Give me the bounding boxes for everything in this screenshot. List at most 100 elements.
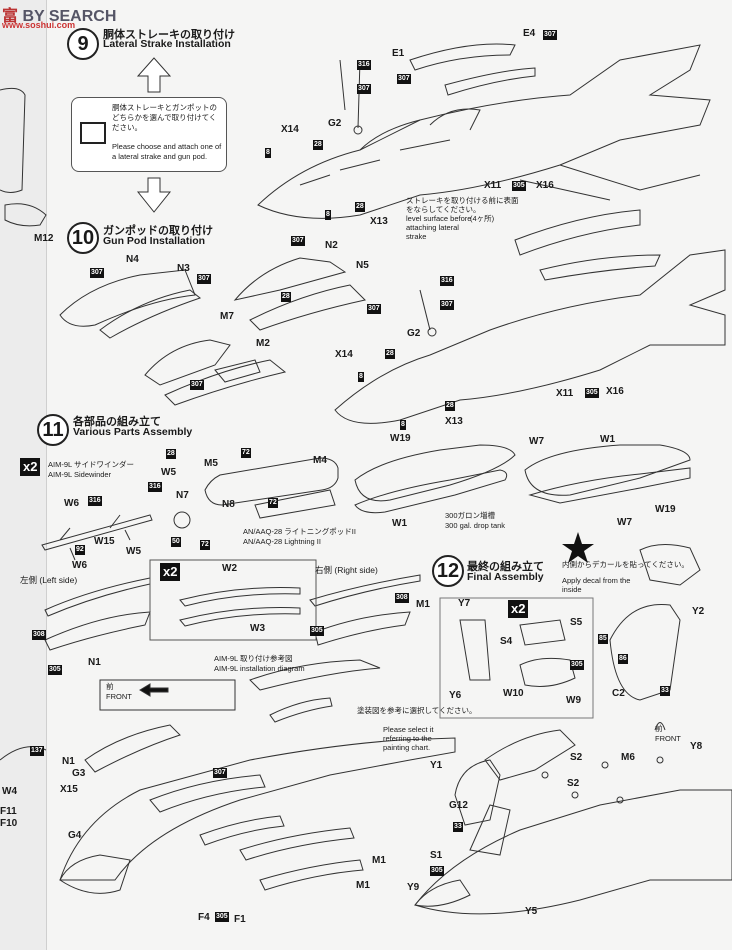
badge-86: 86: [618, 654, 628, 664]
part-W15: W15: [94, 536, 115, 547]
badge-8: 8: [325, 210, 331, 220]
badge-28: 28: [166, 449, 176, 459]
part-X14: X14: [281, 124, 299, 135]
choice-arrow-icon: [80, 122, 106, 144]
part-S4: S4: [500, 636, 513, 647]
part-X14: X14: [335, 349, 353, 360]
badge-307: 307: [367, 304, 381, 314]
front-label-jp: 前: [106, 682, 114, 691]
part-N4: N4: [126, 254, 139, 265]
part-M1: M1: [372, 855, 386, 866]
part-W2: W2: [222, 563, 237, 574]
watermark-logo: 富 BY SEARCH: [2, 8, 117, 25]
part-G4: G4: [68, 830, 82, 841]
step-11-title-jp: 各部品の組み立て: [73, 416, 161, 428]
badge-307: 307: [440, 300, 454, 310]
part-Y2: Y2: [692, 606, 705, 617]
badge-28: 28: [385, 349, 395, 359]
aim9-diagram-en: AIM-9L installation diagram: [214, 664, 305, 673]
decal-note-en: Apply decal from the inside: [562, 576, 631, 594]
strake-note-jp: ストレーキを取り付ける前に表面をならしてください。: [406, 196, 519, 214]
badge-33: 33: [660, 686, 670, 696]
part-X16: X16: [606, 386, 624, 397]
part-N1: N1: [88, 657, 101, 668]
badge-305: 305: [215, 912, 229, 922]
sidewinder-label-jp: AIM-9L サイドワインダー: [48, 460, 134, 469]
badge-8: 8: [358, 372, 364, 382]
decal-note-jp: 内側からデカールを貼ってください。: [562, 560, 689, 569]
paint-note-en: Please select it referring to the painti…: [383, 725, 434, 752]
badge-8: 8: [265, 148, 271, 158]
right-side-label: 右側 (Right side): [315, 565, 378, 575]
badge-305: 305: [48, 665, 62, 675]
part-C2: C2: [612, 688, 625, 699]
front-label-jp: 前: [655, 724, 663, 733]
part-X13: X13: [370, 216, 388, 227]
badge-28: 28: [445, 401, 455, 411]
part-G12: G12: [449, 800, 468, 811]
part-S2: S2: [567, 778, 580, 789]
step-12-title-en: Final Assembly: [467, 571, 544, 583]
part-S5: S5: [570, 617, 583, 628]
droptank-label-en: 300 gal. drop tank: [445, 521, 506, 530]
part-X16: X16: [536, 180, 554, 191]
part-F10: F10: [0, 818, 18, 829]
badge-85: 85: [598, 634, 608, 644]
part-F1: F1: [234, 914, 246, 925]
multiplier-x2: x2: [160, 563, 181, 581]
part-N7: N7: [176, 490, 189, 501]
badge-92: 92: [75, 545, 85, 555]
choice-note-jp: 胴体ストレーキとガンポットのどちらかを選んで取り付けてください。: [112, 103, 217, 132]
part-N2: N2: [325, 240, 338, 251]
part-Y7: Y7: [458, 598, 471, 609]
badge-8: 8: [400, 420, 406, 430]
badge-316: 316: [148, 482, 162, 492]
badge-307: 307: [90, 268, 104, 278]
badge-50: 50: [171, 537, 181, 547]
part-F11: F11: [0, 806, 17, 817]
part-X11: X11: [556, 388, 574, 399]
badge-307: 307: [543, 30, 557, 40]
part-G3: G3: [72, 768, 86, 779]
part-M4: M4: [313, 455, 327, 466]
badge-316: 316: [357, 60, 371, 70]
multiplier-x2: x2: [508, 600, 529, 618]
part-Y1: Y1: [430, 760, 443, 771]
part-Y5: Y5: [525, 906, 538, 917]
watermark-url: www.soshui.com: [2, 20, 76, 30]
badge-305: 305: [512, 181, 526, 191]
badge-307: 307: [397, 74, 411, 84]
step-9-title-jp: 胴体ストレーキの取り付け: [103, 29, 235, 41]
step-11-title-en: Various Parts Assembly: [73, 426, 193, 438]
part-W5: W5: [161, 467, 176, 478]
part-M1: M1: [416, 599, 430, 610]
badge-28: 28: [313, 140, 323, 150]
part-E4: E4: [523, 28, 536, 39]
part-N8: N8: [222, 499, 235, 510]
step-10-title-jp: ガンポッドの取り付け: [103, 225, 213, 237]
part-G2: G2: [328, 118, 342, 129]
sidewinder-label-en: AIM-9L Sidewinder: [48, 470, 112, 479]
badge-307: 307: [190, 380, 204, 390]
part-S1: S1: [430, 850, 443, 861]
part-W1: W1: [392, 518, 407, 529]
badge-305: 305: [310, 626, 324, 636]
badge-307: 307: [357, 84, 371, 94]
part-W5: W5: [126, 546, 141, 557]
badge-72: 72: [268, 498, 278, 508]
aim9-diagram-jp: AIM-9L 取り付け参考図: [214, 654, 293, 663]
badge-28: 28: [281, 292, 291, 302]
part-W7: W7: [617, 517, 632, 528]
badge-305: 305: [585, 388, 599, 398]
part-S2: S2: [570, 752, 583, 763]
part-W6: W6: [64, 498, 79, 509]
part-X13: X13: [445, 416, 463, 427]
part-G2: G2: [407, 328, 421, 339]
badge-33: 33: [453, 822, 463, 832]
badge-308: 308: [395, 593, 409, 603]
part-W7: W7: [529, 436, 544, 447]
part-N5: N5: [356, 260, 369, 271]
front-label-en: FRONT: [655, 734, 681, 743]
lightning-label-jp: AN/AAQ-28 ライトニングポッドII: [243, 527, 356, 536]
